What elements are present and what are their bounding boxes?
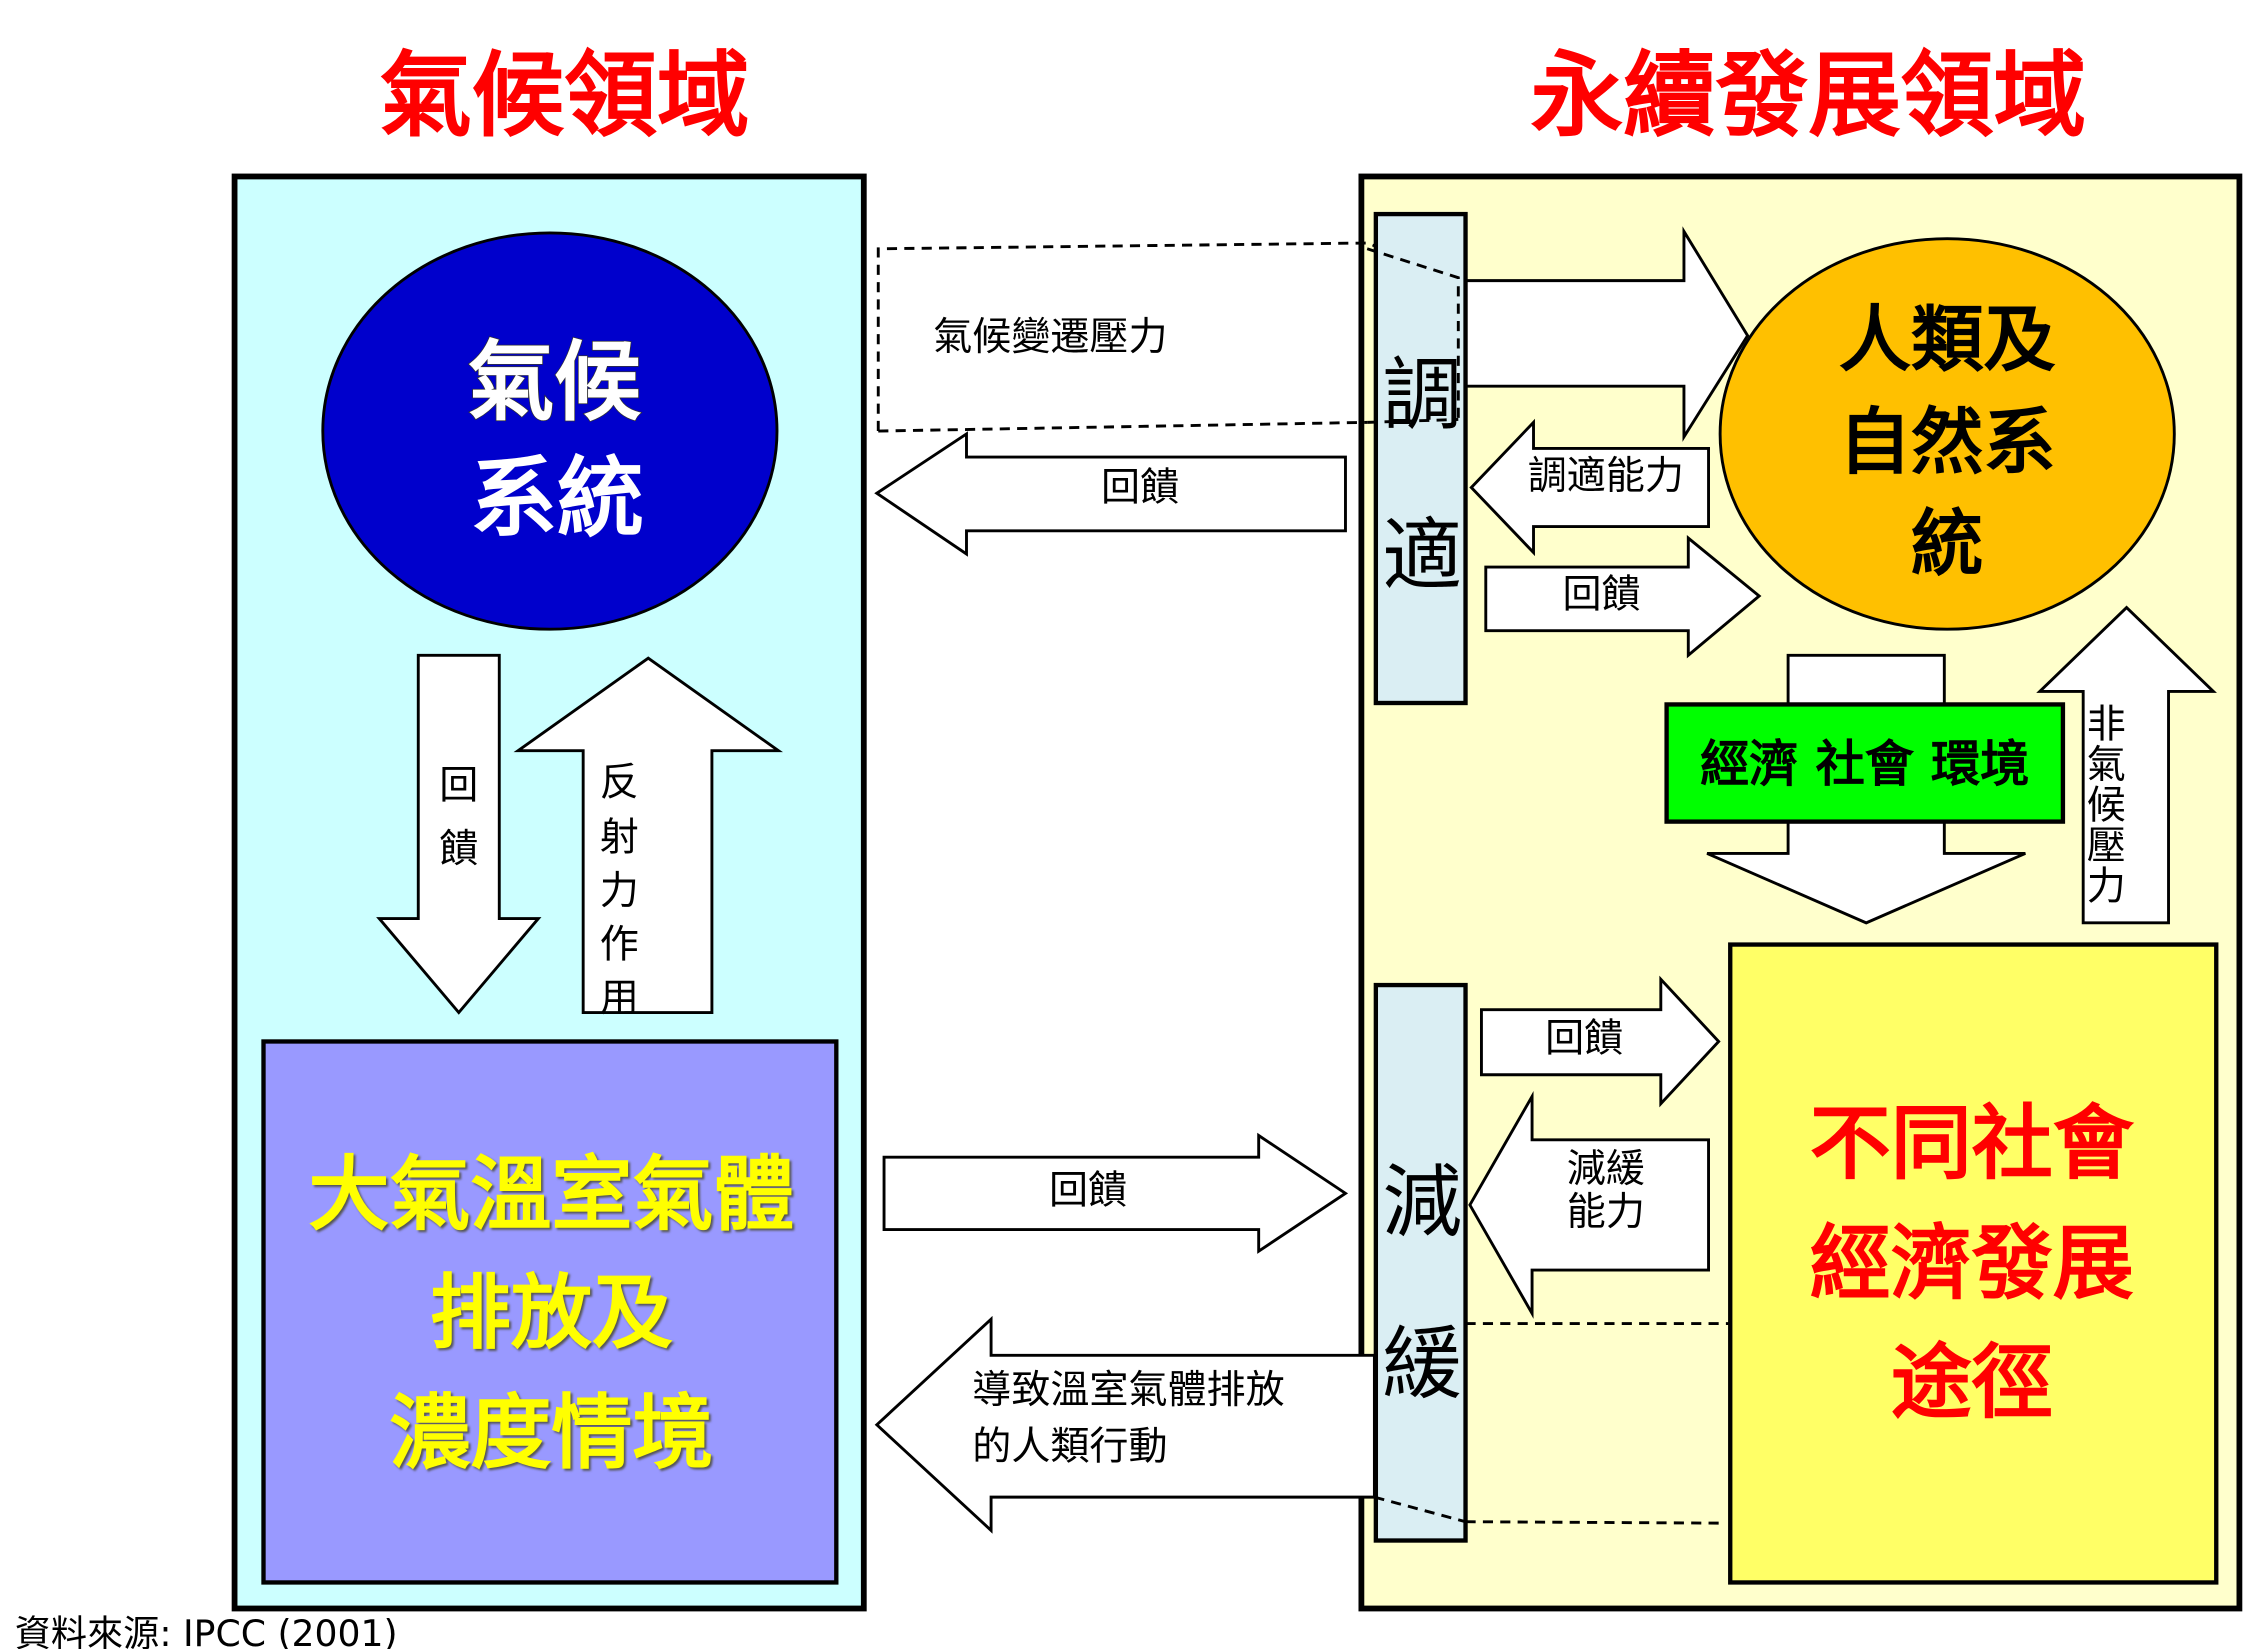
human-actions-label-2: 的人類行動 <box>972 1425 1167 1470</box>
human-natural-label-3: 統 <box>1911 501 1983 586</box>
sustainable-domain-title: 永續發展領域 <box>1531 41 2086 149</box>
adaptation-char-2: 適 <box>1382 509 1462 602</box>
feedback-down-arrow <box>376 653 542 1015</box>
adaptation-feedback-label: 回饋 <box>1562 573 1640 618</box>
mitigation-dashed-diagonal <box>1374 1495 1466 1524</box>
socio-env-label: 經濟 社會 環境 <box>1700 735 2029 793</box>
mitigative-capacity-label-2: 能力 <box>1567 1190 1645 1235</box>
climate-system-circle <box>321 231 779 631</box>
human-natural-circle <box>1718 237 2176 631</box>
mitigation-char-1: 減 <box>1382 1156 1462 1249</box>
non-climate-char-1: 非 <box>2087 703 2126 748</box>
emissions-label-1: 大氣溫室氣體 <box>308 1148 794 1242</box>
non-climate-char-5: 力 <box>2087 865 2126 910</box>
pressure-dashed-overlay <box>1366 247 1460 424</box>
source-citation: 資料來源: IPCC (2001) <box>15 1612 398 1649</box>
non-climate-pressure-arrow <box>2036 605 2217 925</box>
development-paths-box <box>1728 942 2219 1585</box>
adaptive-capacity-label: 調適能力 <box>1528 454 1684 499</box>
development-paths-label-1: 不同社會 <box>1810 1098 2135 1192</box>
mitigation-feedback-label: 回饋 <box>1545 1017 1623 1062</box>
feedback-down-char-1: 回 <box>439 763 478 808</box>
radiative-forcing-arrow <box>513 656 783 1014</box>
feedback-down-char-2: 饋 <box>439 827 478 872</box>
human-natural-label-2: 自然系 <box>1839 400 2056 485</box>
feedback-right-label: 回饋 <box>1049 1168 1127 1213</box>
radiative-forcing-char-1: 反 <box>600 761 639 806</box>
non-climate-char-2: 氣 <box>2087 743 2126 788</box>
adaptive-capacity-arrow <box>1469 418 1710 557</box>
development-paths-label-3: 途徑 <box>1891 1336 2053 1430</box>
human-natural-label-1: 人類及 <box>1839 298 2056 383</box>
adaptation-feedback-arrow <box>1484 535 1762 659</box>
mitigative-capacity-label-1: 減緩 <box>1567 1147 1645 1192</box>
non-climate-char-4: 壓 <box>2087 824 2126 869</box>
pressure-dashed-bottom <box>878 420 1368 433</box>
mitigation-column <box>1373 982 1468 1543</box>
feedback-left-arrow <box>874 431 1347 557</box>
non-climate-char-3: 候 <box>2087 784 2126 829</box>
feedback-right-arrow <box>882 1132 1349 1254</box>
adaptation-column <box>1373 211 1468 706</box>
mitigation-char-2: 緩 <box>1382 1318 1462 1411</box>
emissions-box <box>261 1039 839 1585</box>
human-actions-label-1: 導致溫室氣體排放 <box>972 1368 1284 1413</box>
emissions-label-2: 排放及 <box>430 1267 673 1361</box>
climate-change-pressure-label: 氣候變遷壓力 <box>933 315 1167 360</box>
climate-domain-title: 氣候領域 <box>379 41 749 149</box>
radiative-forcing-char-4: 作 <box>600 923 639 968</box>
adaptation-char-1: 調 <box>1382 348 1462 441</box>
mitigative-capacity-arrow <box>1468 1091 1710 1319</box>
radiative-forcing-char-3: 力 <box>600 869 639 914</box>
radiative-forcing-char-5: 用 <box>600 976 639 1021</box>
feedback-left-label: 回饋 <box>1101 465 1179 510</box>
climate-system-label-2: 系統 <box>470 448 644 549</box>
emissions-label-3: 濃度情境 <box>389 1387 713 1481</box>
radiative-forcing-char-2: 射 <box>600 816 639 861</box>
mitigation-feedback-arrow <box>1479 975 1721 1108</box>
climate-system-label-1: 氣候 <box>467 332 641 433</box>
socio-env-box <box>1664 702 2066 824</box>
development-paths-label-2: 經濟發展 <box>1810 1218 2134 1312</box>
mitigation-dashed-line-2 <box>1465 1520 1725 1525</box>
adaptation-to-human-arrow <box>1464 226 1750 442</box>
